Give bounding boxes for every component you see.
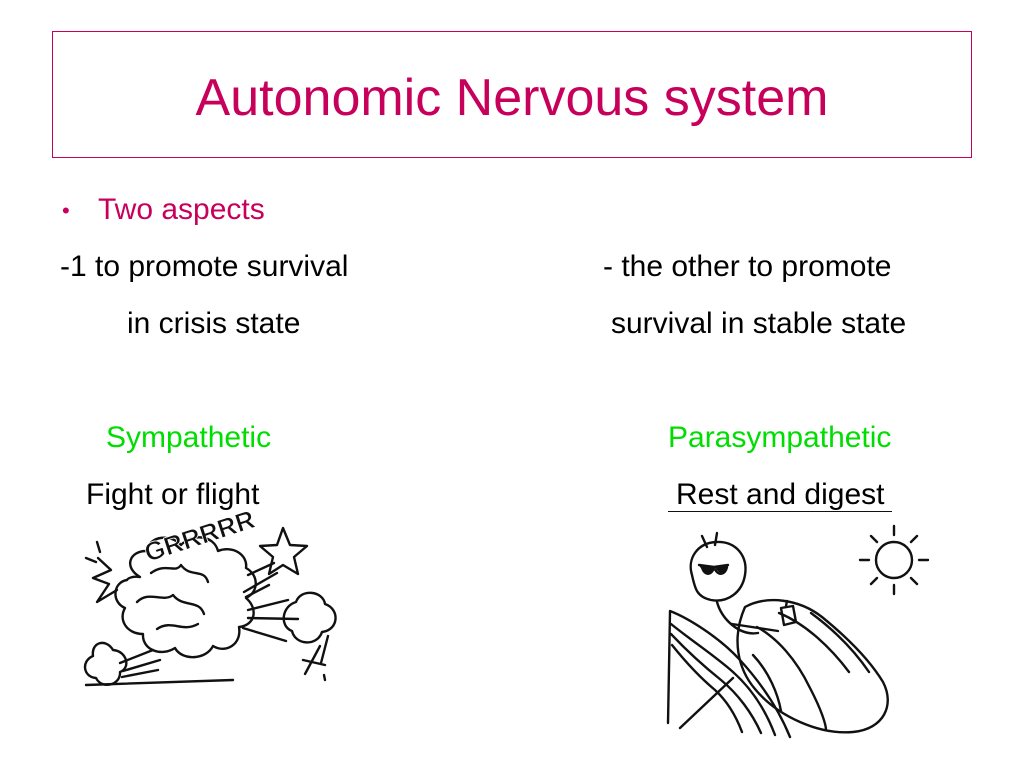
right-line-2: survival in stable state bbox=[611, 307, 907, 340]
fight-or-flight-label: Fight or flight bbox=[86, 478, 260, 511]
rest-and-digest-wrap: Rest and digest bbox=[668, 478, 893, 512]
sympathetic-heading: Sympathetic bbox=[106, 421, 272, 454]
right-line-1: - the other to promote bbox=[603, 250, 892, 283]
parasympathetic-heading: Parasympathetic bbox=[668, 421, 892, 454]
bullet-item: • Two aspects bbox=[62, 193, 265, 227]
left-line-2: in crisis state bbox=[127, 307, 301, 340]
left-line-1: -1 to promote survival bbox=[60, 250, 349, 283]
rest-and-digest-label: Rest and digest bbox=[668, 478, 893, 512]
slide-title: Autonomic Nervous system bbox=[195, 69, 829, 127]
relaxing-sunbather-icon bbox=[666, 524, 930, 739]
bullet-text: Two aspects bbox=[98, 193, 265, 226]
title-box: Autonomic Nervous system bbox=[52, 31, 972, 158]
bullet-dot: • bbox=[62, 198, 70, 224]
angry-explosion-icon: GRRRRR bbox=[83, 503, 337, 687]
grrr-text: GRRRRR bbox=[141, 504, 259, 568]
